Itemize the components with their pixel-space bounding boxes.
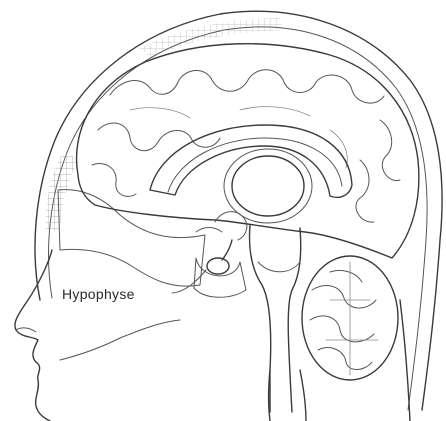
cerebrum-outline xyxy=(77,44,419,258)
skull-bone-band-top xyxy=(140,18,282,58)
cortex-gyri xyxy=(92,70,400,222)
face-profile xyxy=(15,250,52,421)
pons xyxy=(258,262,300,272)
hypophyse-label: Hypophyse xyxy=(62,286,135,302)
optic-chiasm xyxy=(196,228,222,233)
hypothalamus xyxy=(215,212,247,240)
skull-bone-band xyxy=(46,150,78,232)
thalamus xyxy=(232,156,304,216)
jaw-line xyxy=(60,320,180,360)
facial-sinus-grid xyxy=(58,190,205,286)
brainstem xyxy=(250,225,301,412)
neck-back-contour xyxy=(400,300,410,421)
cerebellum xyxy=(302,256,398,380)
skull-inner-outline xyxy=(49,27,428,410)
pituitary-stalk xyxy=(222,240,232,260)
thalamus-rim xyxy=(224,149,312,223)
nose-tip xyxy=(16,328,36,332)
corpus-callosum xyxy=(150,125,352,197)
spinal-cord-back xyxy=(300,370,306,421)
pituitary-gland xyxy=(207,258,229,274)
